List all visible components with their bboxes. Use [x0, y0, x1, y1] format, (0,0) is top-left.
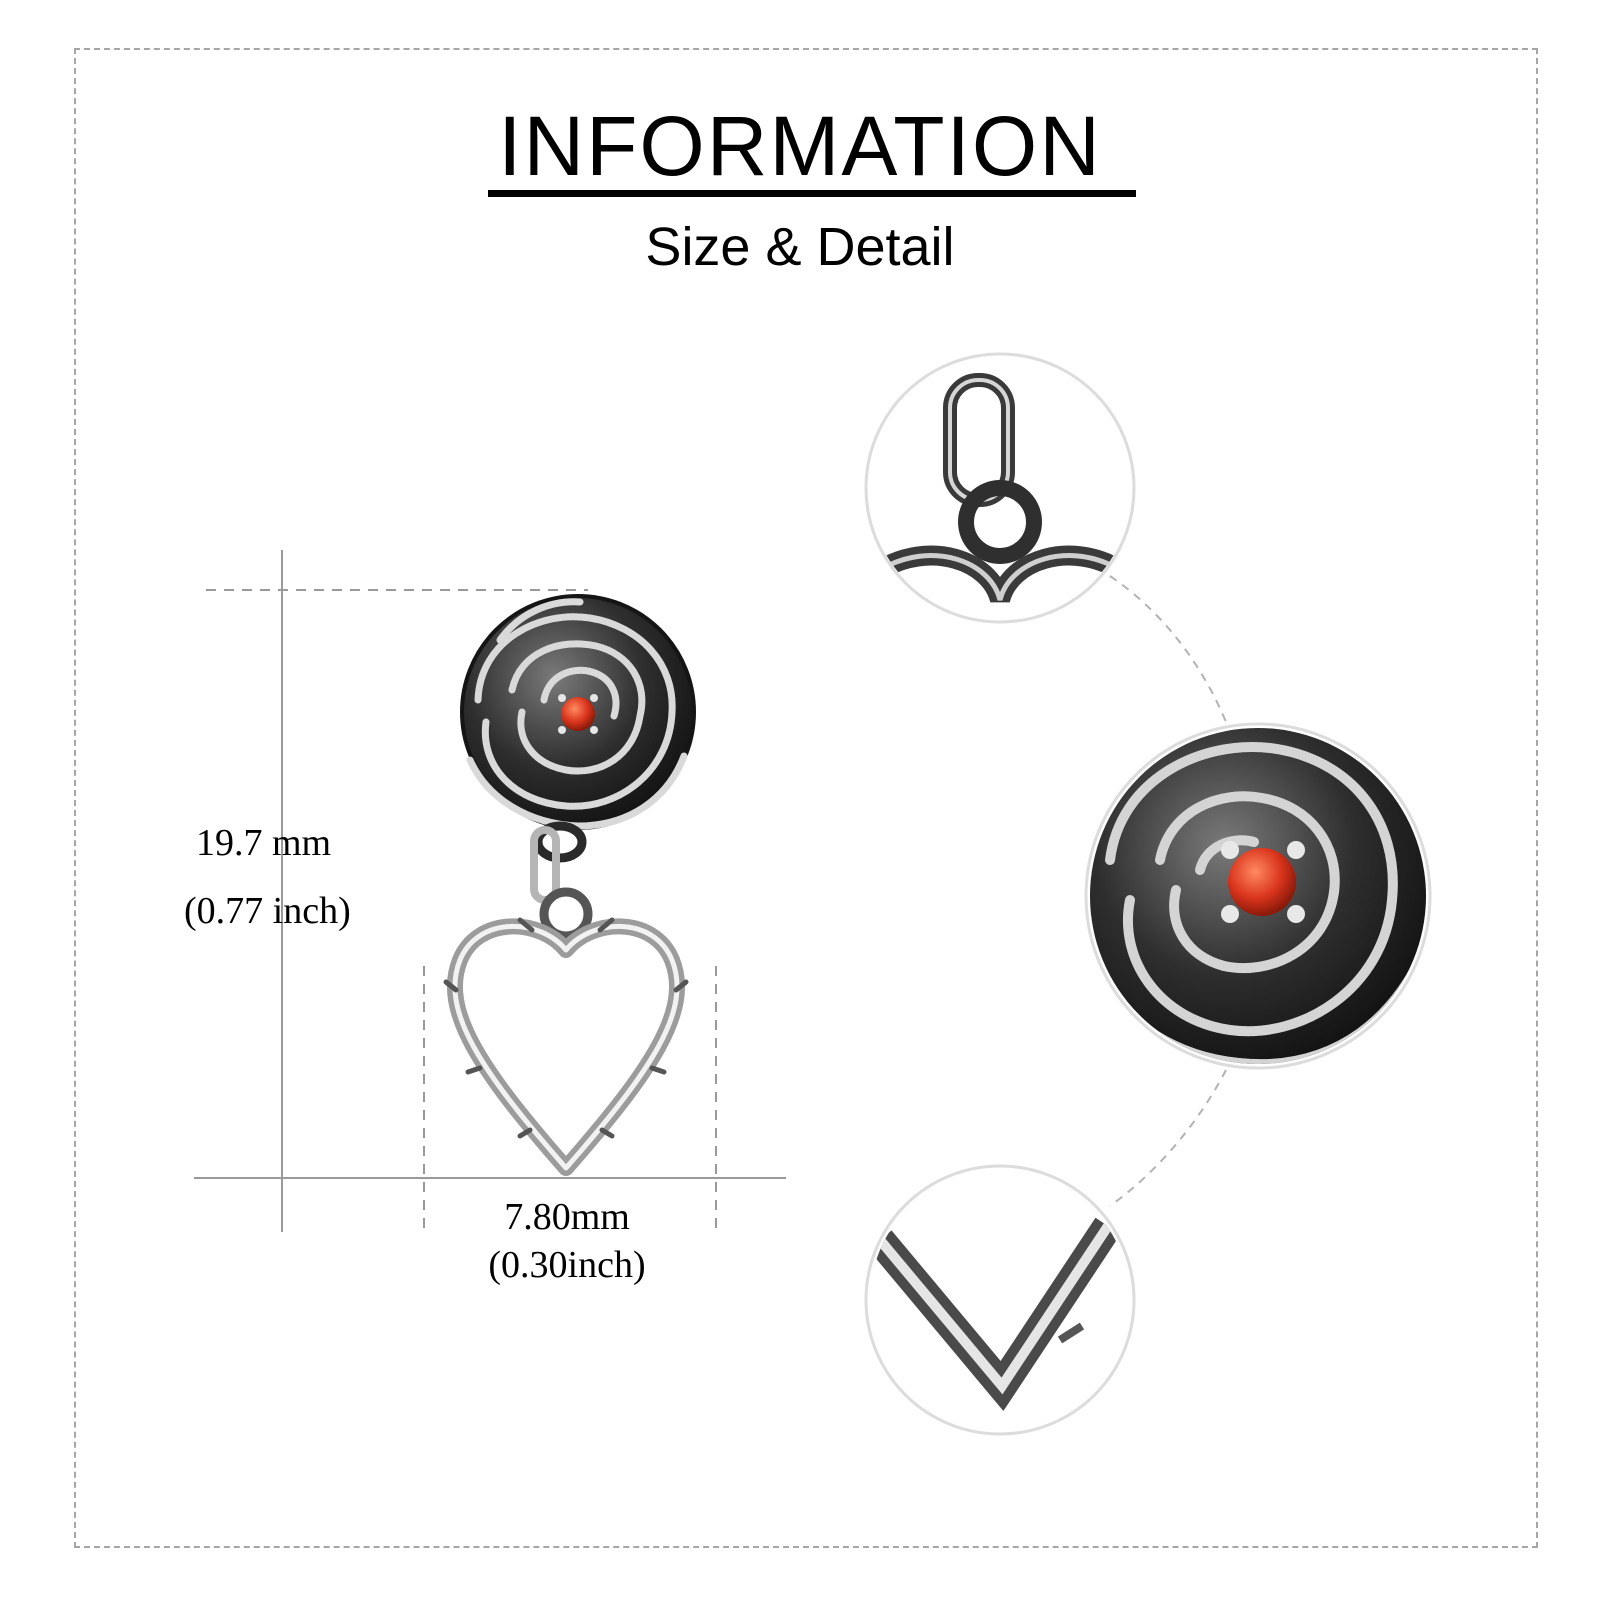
height-mm-label: 19.7 mm [196, 822, 332, 864]
detail-prongs [1221, 841, 1305, 923]
connector-bottom [1109, 1069, 1227, 1207]
heart-outline [446, 918, 686, 1176]
chain-link-detail-icon [864, 352, 1136, 624]
title-underline [488, 190, 1136, 197]
rose-stone-detail-icon [1084, 722, 1432, 1070]
page-subtitle: Size & Detail [645, 217, 955, 277]
width-inch-label: (0.30inch) [488, 1244, 646, 1286]
detail-connectors [1109, 575, 1227, 1207]
detail-gemstone [1228, 848, 1296, 916]
middle-link [530, 826, 560, 904]
heart-thorns [443, 917, 689, 1139]
rose-heart-earring-icon [443, 594, 696, 1176]
width-mm-label: 7.80mm [504, 1196, 630, 1238]
heart-tip-detail-icon [864, 1164, 1136, 1436]
measurement-guides [194, 550, 786, 1232]
lower-link [539, 887, 593, 941]
heart-highlight [452, 923, 680, 1171]
page-title: INFORMATION [498, 99, 1102, 193]
connector-top [1109, 575, 1227, 723]
rose-petals [466, 598, 688, 830]
dashed-frame [74, 48, 1538, 1548]
height-inch-label: (0.77 inch) [184, 890, 351, 932]
rose-gemstone [561, 697, 595, 731]
gem-prongs [558, 694, 598, 734]
